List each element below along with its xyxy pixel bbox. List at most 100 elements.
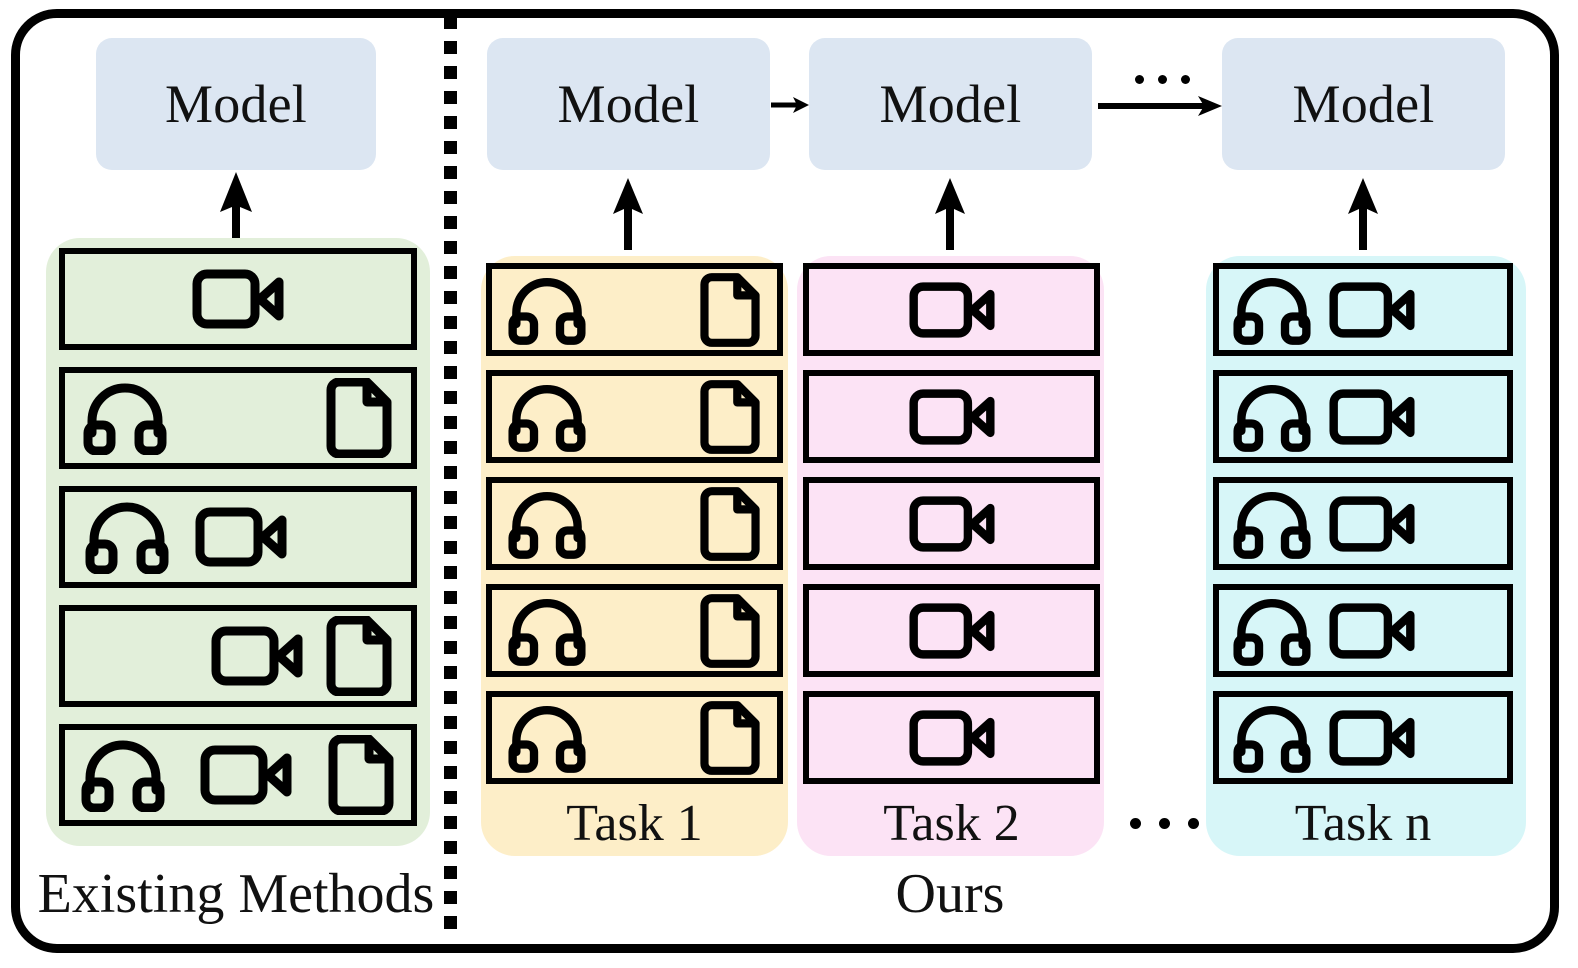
divider-dot xyxy=(444,866,457,879)
divider-dot xyxy=(444,16,457,29)
divider-dot xyxy=(444,566,457,579)
tasks-ellipsis xyxy=(1130,818,1199,829)
up-arrow-task1 xyxy=(606,176,650,250)
divider-dot xyxy=(444,116,457,129)
divider-dot xyxy=(444,316,457,329)
model-box-label: Model xyxy=(557,74,700,134)
ours-label: Ours xyxy=(895,863,1005,925)
divider-dot xyxy=(444,66,457,79)
divider-dot xyxy=(444,841,457,854)
headphones-icon xyxy=(508,382,586,452)
existing-row-2[interactable] xyxy=(59,367,417,469)
video-icon xyxy=(1329,707,1415,769)
divider-dot xyxy=(444,766,457,779)
existing-row-3[interactable] xyxy=(59,486,417,588)
headphones-icon xyxy=(1233,596,1311,666)
task1-row-2[interactable] xyxy=(486,370,783,463)
headphones-icon xyxy=(1233,382,1311,452)
dotted-vertical-divider xyxy=(444,16,457,946)
task-label-1: Task 1 xyxy=(566,795,703,852)
video-icon xyxy=(908,279,995,341)
divider-dot xyxy=(444,491,457,504)
video-icon xyxy=(1329,600,1415,662)
video-icon xyxy=(211,623,303,689)
divider-dot xyxy=(444,741,457,754)
video-icon xyxy=(192,266,284,332)
task2-row-1[interactable] xyxy=(803,263,1100,356)
model-box-task2[interactable]: Model xyxy=(809,38,1092,170)
divider-dot xyxy=(444,366,457,379)
video-icon xyxy=(908,493,995,555)
taskn-row-4[interactable] xyxy=(1213,584,1513,677)
headphones-icon xyxy=(83,381,167,455)
up-arrow-existing xyxy=(212,170,260,250)
task-panel-2 xyxy=(797,256,1104,856)
taskn-row-5[interactable] xyxy=(1213,691,1513,784)
headphones-icon xyxy=(508,489,586,559)
headphones-icon xyxy=(508,275,586,345)
divider-dot xyxy=(444,391,457,404)
divider-dot xyxy=(444,691,457,704)
divider-dot xyxy=(444,591,457,604)
video-icon xyxy=(908,600,995,662)
model-box-existing[interactable]: Model xyxy=(96,38,376,170)
divider-dot xyxy=(444,416,457,429)
task1-row-4[interactable] xyxy=(486,584,783,677)
headphones-icon xyxy=(81,738,165,812)
task2-row-3[interactable] xyxy=(803,477,1100,570)
taskn-row-3[interactable] xyxy=(1213,477,1513,570)
divider-dot xyxy=(444,91,457,104)
document-icon xyxy=(699,272,761,347)
video-icon xyxy=(195,504,287,570)
model-box-task1[interactable]: Model xyxy=(487,38,770,170)
divider-dot xyxy=(444,666,457,679)
divider-dot xyxy=(444,341,457,354)
divider-dot xyxy=(444,616,457,629)
divider-dot xyxy=(444,441,457,454)
task2-row-2[interactable] xyxy=(803,370,1100,463)
existing-row-5[interactable] xyxy=(59,724,417,826)
task1-row-5[interactable] xyxy=(486,691,783,784)
taskn-row-1[interactable] xyxy=(1213,263,1513,356)
headphones-icon xyxy=(1233,275,1311,345)
headphones-icon xyxy=(85,500,169,574)
up-arrow-task2 xyxy=(928,176,972,250)
divider-dot xyxy=(444,466,457,479)
divider-dot xyxy=(444,191,457,204)
headphones-icon xyxy=(1233,489,1311,559)
divider-dot xyxy=(444,641,457,654)
taskn-row-2[interactable] xyxy=(1213,370,1513,463)
headphones-icon xyxy=(508,703,586,773)
existing-row-1[interactable] xyxy=(59,248,417,350)
divider-dot xyxy=(444,791,457,804)
document-icon xyxy=(325,616,393,696)
model-box-taskn[interactable]: Model xyxy=(1222,38,1505,170)
existing-methods-label: Existing Methods xyxy=(37,863,435,925)
divider-dot xyxy=(444,266,457,279)
headphones-icon xyxy=(1233,703,1311,773)
model-box-label: Model xyxy=(1292,74,1435,134)
divider-dot xyxy=(444,541,457,554)
divider-dot xyxy=(444,891,457,904)
document-icon xyxy=(699,700,761,775)
divider-dot xyxy=(444,516,457,529)
task2-row-4[interactable] xyxy=(803,584,1100,677)
existing-row-4[interactable] xyxy=(59,605,417,707)
video-icon xyxy=(1329,493,1415,555)
divider-dot xyxy=(444,41,457,54)
video-icon xyxy=(1329,386,1415,448)
up-arrow-taskn xyxy=(1341,176,1385,250)
model-box-label: Model xyxy=(165,74,307,134)
video-icon xyxy=(200,742,292,808)
arrow-right-long-icon xyxy=(1098,92,1224,120)
document-icon xyxy=(327,735,395,815)
task1-row-3[interactable] xyxy=(486,477,783,570)
task1-row-1[interactable] xyxy=(486,263,783,356)
task2-row-5[interactable] xyxy=(803,691,1100,784)
arrow-right-short-icon xyxy=(771,86,811,124)
document-icon xyxy=(699,593,761,668)
model-box-label: Model xyxy=(879,74,1022,134)
task-label-2: Task 2 xyxy=(883,795,1020,852)
task-label-n: Task n xyxy=(1294,795,1432,852)
